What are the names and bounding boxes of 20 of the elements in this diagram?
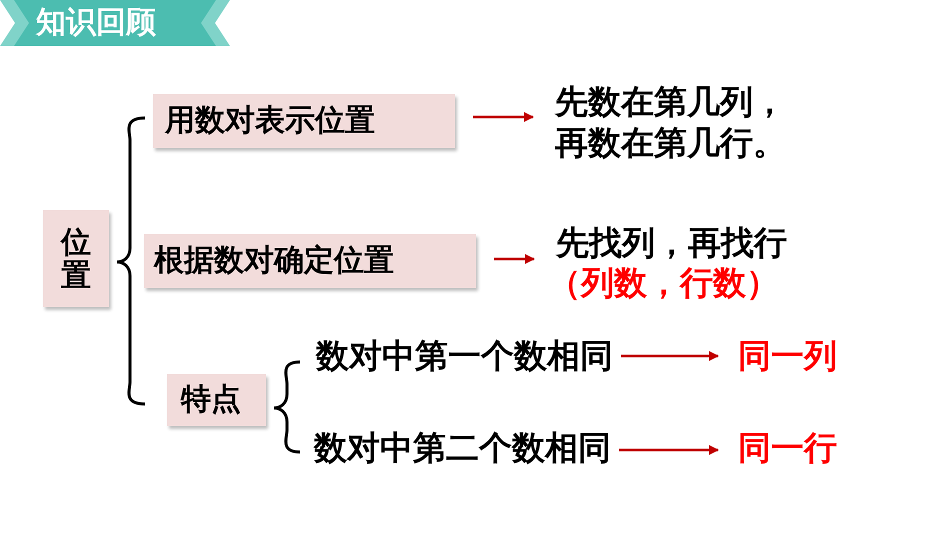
statement-text: 数对中第二个数相同 [314, 428, 611, 468]
arrow [621, 351, 719, 361]
arrow [473, 112, 534, 122]
result-text: 同一列 [738, 336, 837, 376]
box-label: 位置 [61, 226, 91, 292]
method-text: 先找列，再找行 [556, 223, 787, 263]
arrow [619, 445, 719, 455]
topic-box [153, 94, 455, 148]
box-label: 用数对表示位置 [165, 103, 376, 139]
topic-box [144, 234, 476, 288]
box-label: 特点 [181, 382, 242, 418]
statement-text: 数对中第一个数相同 [316, 336, 613, 376]
method-text: （列数，行数） [548, 263, 780, 303]
result-text: 同一行 [738, 428, 837, 468]
category-box [43, 210, 109, 307]
box-label: 根据数对确定位置 [154, 243, 395, 279]
topic-box [167, 374, 266, 426]
method-text: 先数在第几列，再数在第几行。 [555, 80, 787, 164]
arrow [494, 254, 535, 264]
title: 知识回顾 [36, 4, 156, 42]
